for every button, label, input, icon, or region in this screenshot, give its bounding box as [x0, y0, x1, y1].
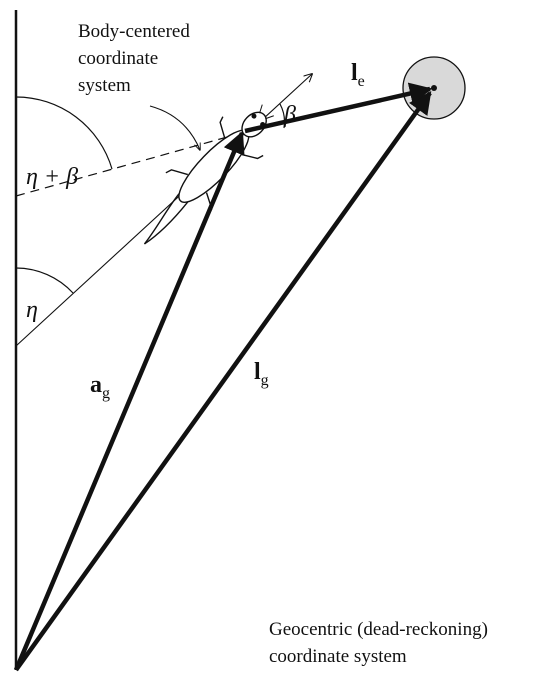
body-frame-label: Body-centered coordinate system — [78, 21, 195, 96]
target-dot — [431, 85, 437, 91]
animal-icon — [143, 104, 274, 245]
beta-angle-arc — [279, 103, 286, 129]
vector-a-g-label: ag — [90, 372, 110, 402]
vector-l-g-label: lg — [254, 359, 269, 389]
geo-frame-label: Geocentric (dead-reckoning) coordinate s… — [269, 619, 493, 667]
heading-direction-line — [15, 74, 312, 347]
eta-angle-arc — [15, 267, 74, 294]
eta-plus-beta-angle-arc — [15, 96, 113, 170]
beta-label: β — [283, 102, 296, 128]
goal-direction-dashed-line — [15, 133, 239, 197]
body-frame-pointer — [149, 105, 200, 150]
vector-a-g-arrow — [13, 130, 245, 671]
vector-l-e-arrow — [244, 82, 433, 134]
eta-plus-beta-label: η + β — [26, 164, 78, 190]
eta-label: η — [26, 297, 38, 323]
vector-l-e-label: le — [351, 60, 365, 90]
vector-l-g-arrow — [14, 91, 432, 672]
